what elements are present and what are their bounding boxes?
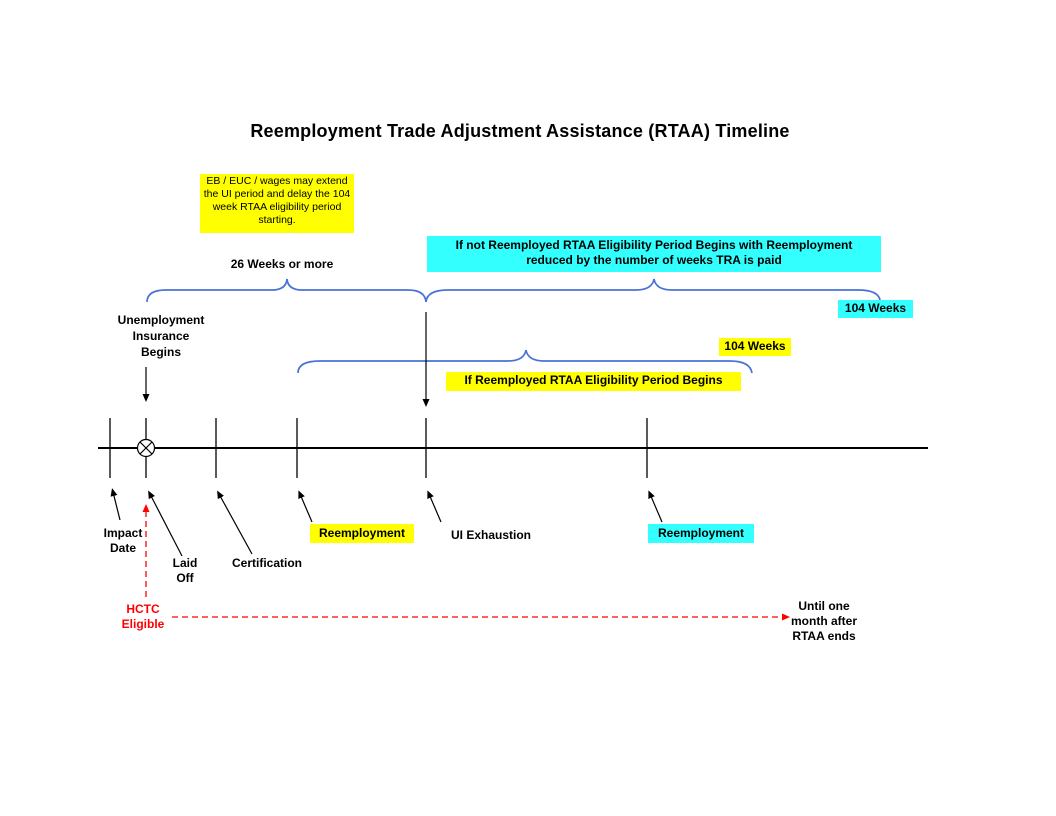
reemployment-2-arrow xyxy=(648,490,663,523)
reemployed-weeks-badge: 104 Weeks xyxy=(719,338,791,356)
impact-date-arrow xyxy=(110,488,121,521)
ui-exhaustion-label: UI Exhaustion xyxy=(450,528,531,542)
reemployed-label: If Reemployed RTAA Eligibility Period Be… xyxy=(446,372,741,391)
weeks-26-label: 26 Weeks or more xyxy=(230,257,334,271)
impact-date-label: Impact Date xyxy=(103,526,143,555)
hctc-eligible-label: HCTC Eligible xyxy=(121,602,165,631)
ui-begins-label: Unemployment Insurance Begins xyxy=(117,313,205,359)
laid-off-marker-icon xyxy=(136,438,156,458)
laid-off-arrow xyxy=(148,490,183,557)
hctc-until-label: Until one month after RTAA ends xyxy=(791,599,857,643)
reemployment-2-badge: Reemployment xyxy=(648,524,754,543)
brace-104-weeks-not-reemployed xyxy=(425,278,881,303)
certification-arrow xyxy=(217,490,253,555)
brace-26-weeks xyxy=(146,278,427,303)
reemployment-1-arrow xyxy=(298,490,313,523)
eb-euc-note: EB / EUC / wages may extend the UI perio… xyxy=(200,174,354,233)
certification-label: Certification xyxy=(231,556,302,570)
ui-exhaustion-arrow xyxy=(427,490,442,523)
reemployment-1-badge: Reemployment xyxy=(310,524,414,543)
page-title: Reemployment Trade Adjustment Assistance… xyxy=(250,121,790,141)
not-reemployed-label: If not Reemployed RTAA Eligibility Perio… xyxy=(427,236,881,272)
brace-104-weeks-reemployed xyxy=(297,349,753,374)
not-reemployed-weeks-badge: 104 Weeks xyxy=(838,300,913,318)
laid-off-label: Laid Off xyxy=(172,556,198,585)
